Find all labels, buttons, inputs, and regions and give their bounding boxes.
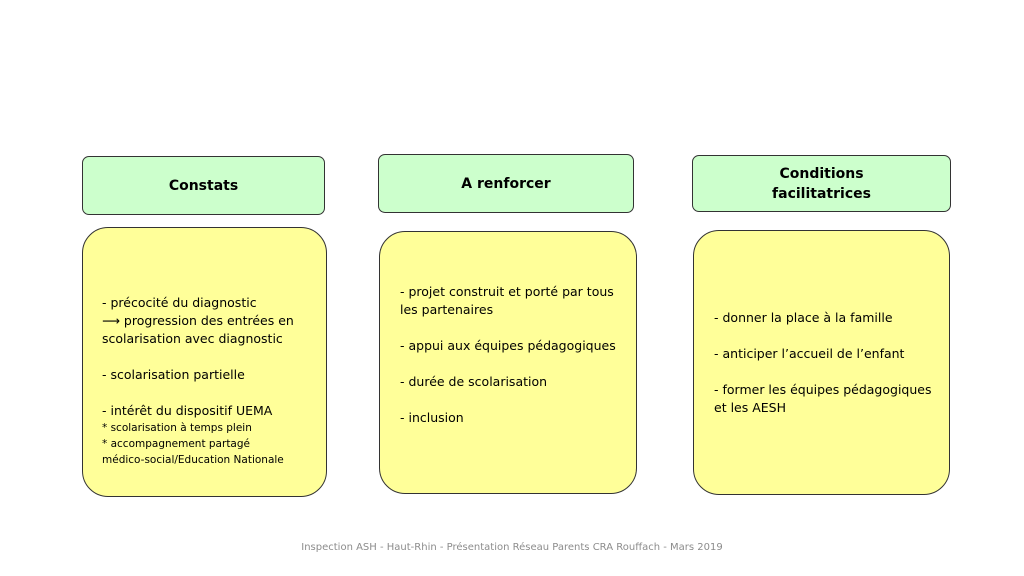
constats-subitems: * scolarisation à temps plein * accompag… — [102, 422, 284, 466]
box-a-renforcer: - projet construit et porté par tous les… — [379, 231, 637, 494]
constats-text: - précocité du diagnostic ⟶ progression … — [102, 295, 294, 418]
constats-text-block: - précocité du diagnostic ⟶ progression … — [102, 276, 322, 486]
a-renforcer-text: - projet construit et porté par tous les… — [400, 284, 616, 425]
header-constats: Constats — [82, 156, 325, 215]
box-conditions-facilitatrices: - donner la place à la famille - anticip… — [693, 230, 950, 495]
footer-text: Inspection ASH - Haut-Rhin - Présentatio… — [301, 542, 723, 553]
box-constats: - précocité du diagnostic ⟶ progression … — [82, 227, 327, 497]
conditions-facilitatrices-text: - donner la place à la famille - anticip… — [714, 310, 932, 415]
header-conditions-facilitatrices: Conditions facilitatrices — [692, 155, 951, 212]
header-a-renforcer: A renforcer — [378, 154, 634, 213]
